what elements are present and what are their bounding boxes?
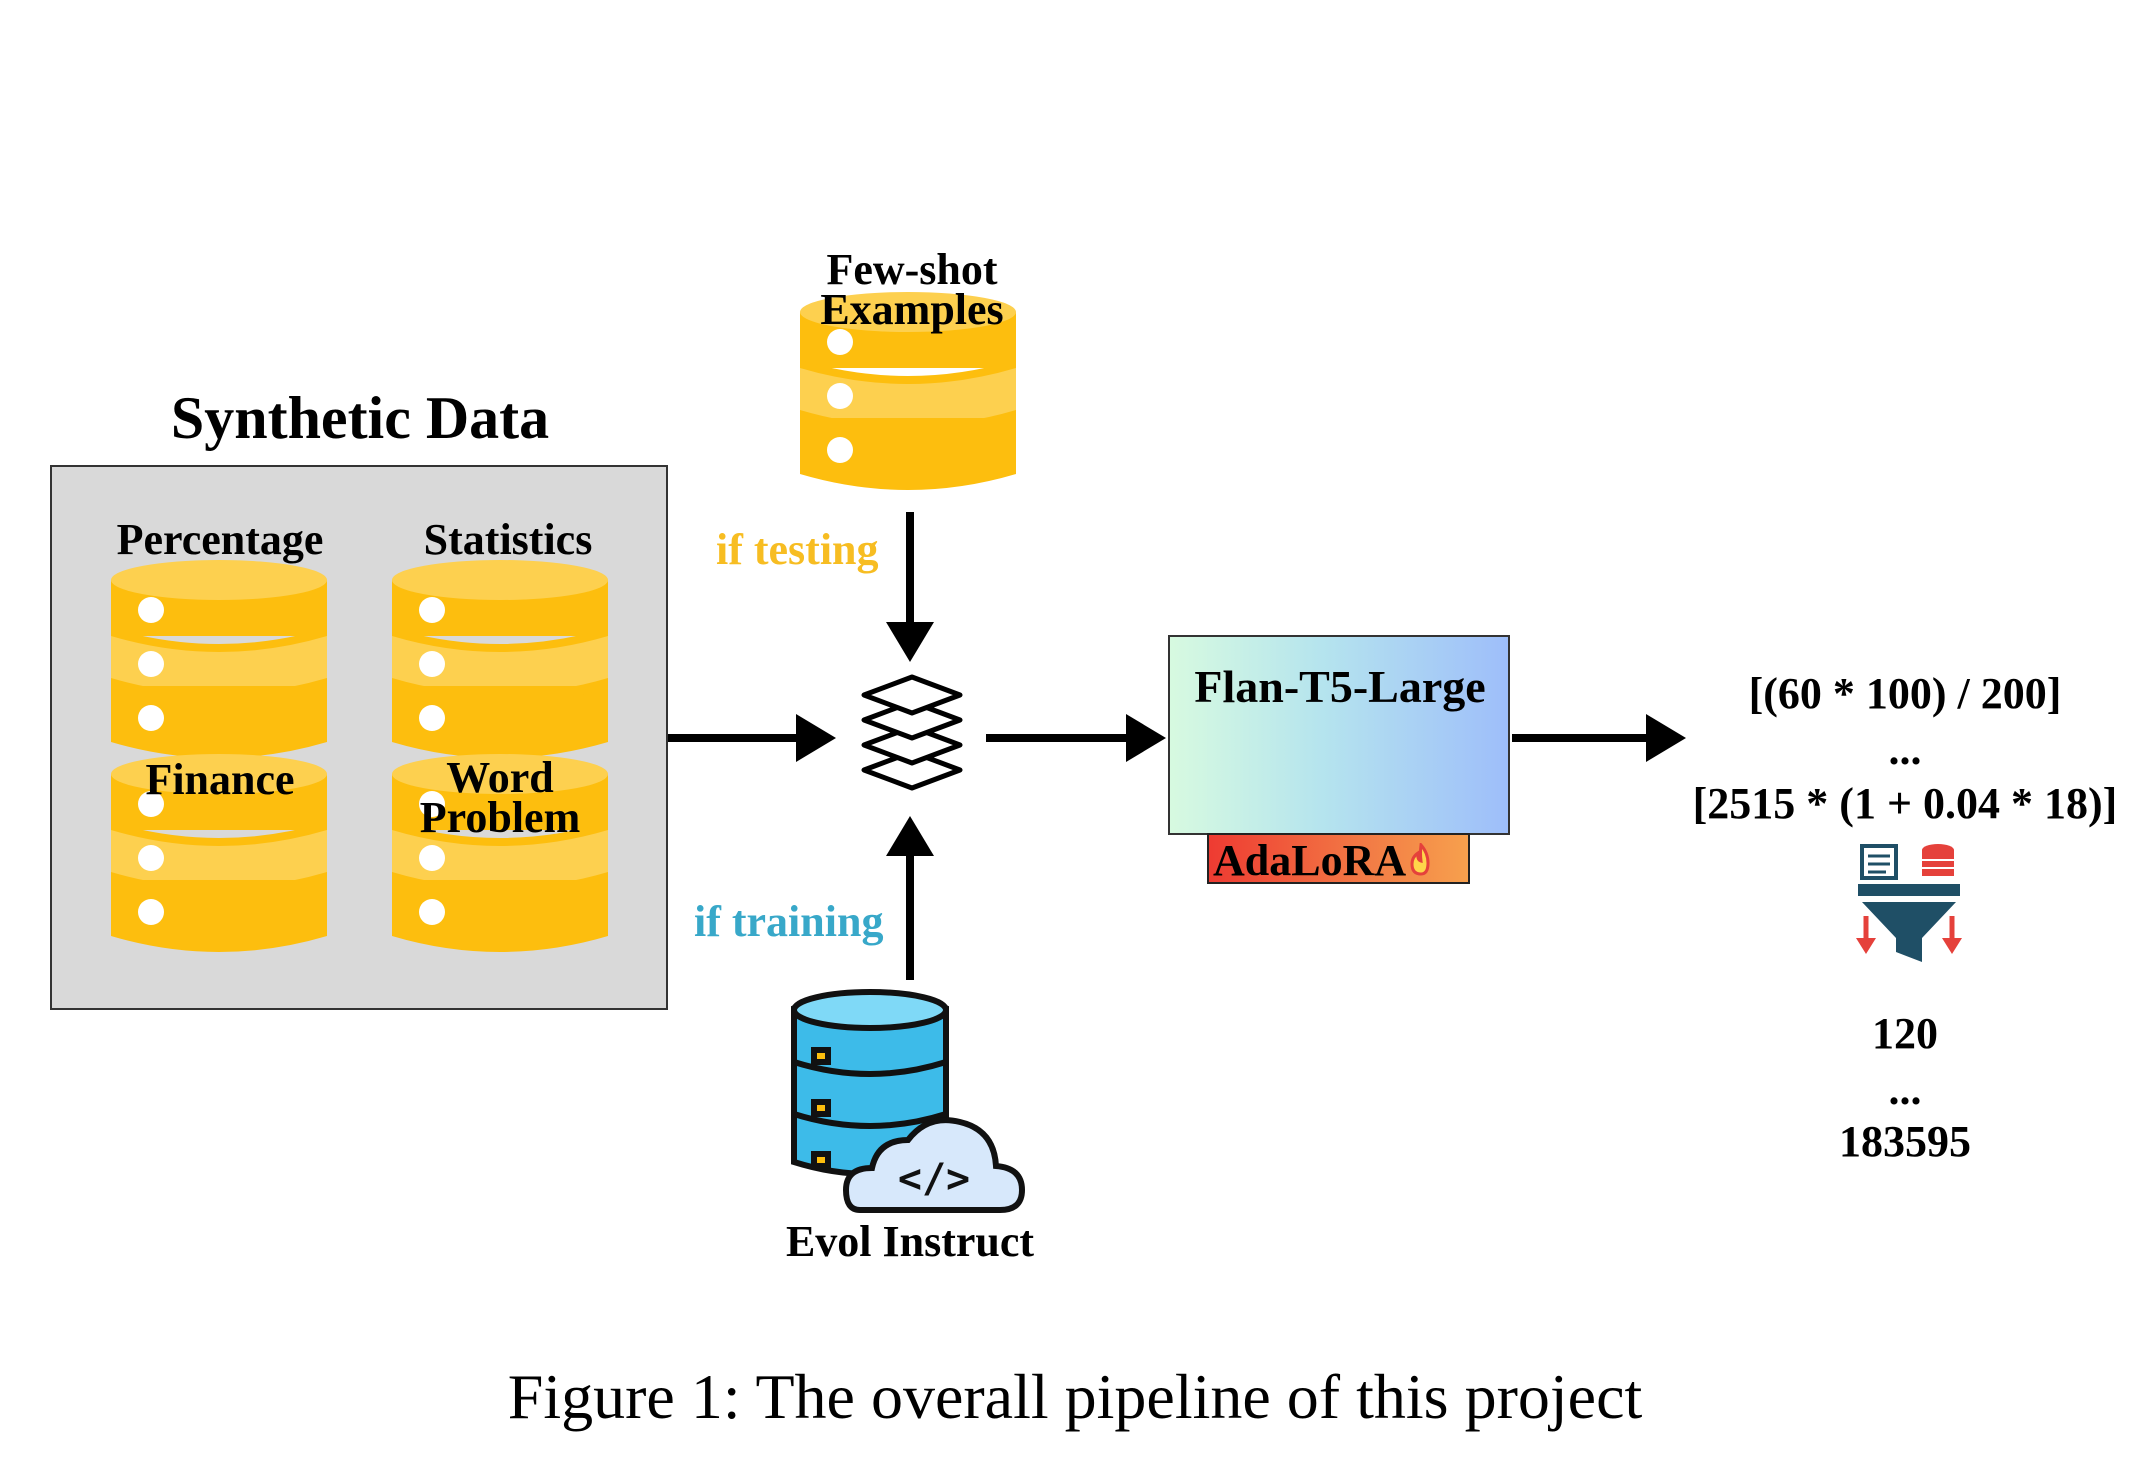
arrow-synthetic-to-combiner xyxy=(668,714,836,762)
adapter-label: AdaLoRA xyxy=(1213,836,1407,885)
model-box xyxy=(1168,635,1510,835)
model-name: Flan-T5-Large xyxy=(1194,661,1486,712)
adapter-box: AdaLoRA xyxy=(1207,833,1470,884)
few-shot-label-line1: Few-shot xyxy=(826,245,998,294)
output-expression-last: [2515 * (1 + 0.04 * 18)] xyxy=(1692,779,2118,828)
database-icon xyxy=(111,560,327,758)
answer-ellipsis: ... xyxy=(1888,1065,1922,1114)
arrow-fewshot-to-combiner xyxy=(886,512,934,662)
layers-icon xyxy=(861,674,963,791)
fire-icon xyxy=(1410,841,1430,876)
cloud-code-icon: </> xyxy=(791,989,1026,1213)
funnel-filter-icon xyxy=(1856,844,1962,962)
figure-caption: Figure 1: The overall pipeline of this p… xyxy=(507,1361,1643,1432)
dataset-label-word-problem: Word Problem xyxy=(419,753,581,842)
arrow-combiner-to-model xyxy=(986,714,1166,762)
database-icon xyxy=(392,560,608,758)
output-expression-first: [(60 * 100) / 200] xyxy=(1748,669,2062,718)
dataset-label-finance: Finance xyxy=(145,755,295,804)
svg-text:</>: </> xyxy=(898,1156,970,1202)
arrow-evol-to-combiner xyxy=(886,816,934,980)
few-shot-label-line2: Examples xyxy=(820,285,1004,334)
answer-last: 183595 xyxy=(1839,1117,1971,1166)
answer-first: 120 xyxy=(1872,1009,1938,1058)
dataset-label-statistics: Statistics xyxy=(423,515,593,564)
arrow-model-to-output xyxy=(1512,714,1686,762)
if-training-label: if training xyxy=(694,897,884,946)
synthetic-data-title: Synthetic Data xyxy=(170,385,550,451)
dataset-label-percentage: Percentage xyxy=(116,515,324,564)
evol-instruct-label: Evol Instruct xyxy=(785,1217,1035,1266)
if-testing-label: if testing xyxy=(716,525,879,574)
output-expression-ellipsis: ... xyxy=(1888,725,1922,774)
